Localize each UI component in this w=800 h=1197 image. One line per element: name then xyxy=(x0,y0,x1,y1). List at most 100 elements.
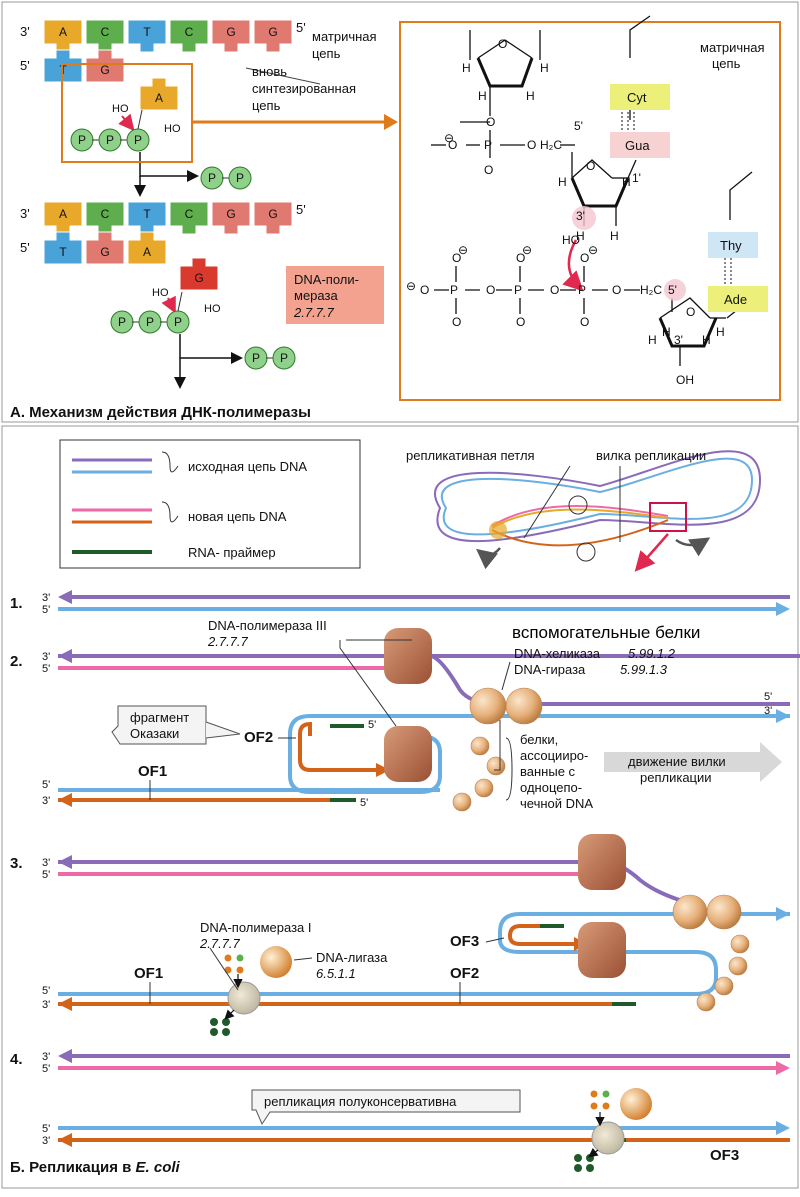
a-top-new-1: G xyxy=(85,49,125,83)
s3-end3: 3' xyxy=(42,857,50,869)
s1-end5: 5' xyxy=(42,604,50,616)
s4-end5b: 5' xyxy=(42,1123,50,1135)
a-bottom-ho-right: HO xyxy=(204,303,221,315)
s3-pol3-lead xyxy=(578,834,626,890)
legend-new-label: новая цепь DNA xyxy=(188,509,287,524)
chem-atom-1: H xyxy=(462,61,471,75)
chem-atom-42: 3' xyxy=(674,333,683,347)
s3-helicase-1 xyxy=(672,894,708,930)
s3-end3b: 3' xyxy=(42,999,50,1011)
a-bottom-template-4-label: G xyxy=(226,207,235,221)
gua-label: Gua xyxy=(625,138,650,153)
chem-atom-35: H₂C xyxy=(640,283,662,297)
chem-atom-16: H xyxy=(558,175,567,189)
s2-of1-label: OF1 xyxy=(138,763,167,780)
step-1-label: 1. xyxy=(10,595,23,612)
s2-end3b: 3' xyxy=(42,795,50,807)
s3-nmp-1 xyxy=(222,1018,230,1026)
s4-nmp-3 xyxy=(586,1164,594,1172)
a-top-ppp-p2-label: P xyxy=(134,133,142,147)
s3-nmp-0 xyxy=(210,1018,218,1026)
panel-b: 1.2.3.4.3'5'3'5'5'3'5'5'3'5'3'DNA-полиме… xyxy=(10,590,800,1172)
detail-template-label-2: цепь xyxy=(712,56,741,71)
chem-atom-47: ⊖ xyxy=(458,243,468,257)
s3-ssb-3 xyxy=(714,976,734,996)
a-top-new-0-label: T xyxy=(59,63,67,77)
chem-atom-12: H₂C xyxy=(540,138,562,152)
s3-dntp-3 xyxy=(236,966,244,974)
s2-okazaki-callout xyxy=(111,705,207,745)
a-top-template-3-label: C xyxy=(185,25,194,39)
a-bottom-new-1-label: G xyxy=(100,245,109,259)
chem-atom-48: ⊖ xyxy=(522,243,532,257)
a-bottom-new-0-label: T xyxy=(59,245,67,259)
chem-atom-39: H xyxy=(648,333,657,347)
s2-ssb-3 xyxy=(474,778,494,798)
a-top-template-0-label: A xyxy=(59,25,67,39)
s2-fork-move-arrow xyxy=(604,742,782,782)
s3-ligase-label: DNA-лигаза xyxy=(316,950,388,965)
chem-atom-32: O xyxy=(516,315,525,329)
chem-atom-28: O xyxy=(612,283,621,297)
chem-atom-43: H xyxy=(716,325,725,339)
cyt-label: Cyt xyxy=(627,90,647,105)
s1-parent-a-head xyxy=(58,590,72,604)
chem-atom-7: P xyxy=(484,138,492,152)
s2-end3: 3' xyxy=(42,651,50,663)
s3-dntp-2 xyxy=(224,966,232,974)
s4-nmp-1 xyxy=(586,1154,594,1162)
s3-end5: 5' xyxy=(42,869,50,881)
a-bottom-new-2: A xyxy=(127,231,167,265)
s3-end5b: 5' xyxy=(42,985,50,997)
s3-ligase xyxy=(260,946,292,978)
new-strand-pointer xyxy=(245,67,321,85)
s3-pol3-lag xyxy=(578,922,626,978)
fork-label: вилка репликации xyxy=(596,448,706,463)
s2-gyrase-ec: 5.99.1.3 xyxy=(620,662,668,677)
chem-atom-44: OH xyxy=(676,373,694,387)
s2-helper-label: вспомогательные белки xyxy=(512,623,700,642)
a-top-template-5: G xyxy=(253,19,293,53)
a-bottom-template-0-label: A xyxy=(59,207,67,221)
a-top-incoming-label: A xyxy=(155,91,163,105)
a-top-end5-top: 5' xyxy=(296,20,306,35)
new-strand-label-1: вновь xyxy=(252,64,287,79)
s4-dntp-3 xyxy=(602,1102,610,1110)
s4-nmp-2 xyxy=(574,1164,582,1172)
s4-end3b: 3' xyxy=(42,1135,50,1147)
s2-right-3: 3' xyxy=(764,705,772,717)
a-bottom-template-2: T xyxy=(127,201,167,235)
s2-end5b: 5' xyxy=(42,779,50,791)
a-top-ppp-p0-label: P xyxy=(78,133,86,147)
s2-fork-move-2: репликации xyxy=(640,770,712,785)
s3-pol1-label: DNA-полимераза I xyxy=(200,920,312,935)
s4-parent-a-head xyxy=(58,1049,72,1063)
a-top-template-4-label: G xyxy=(226,25,235,39)
step-3-label: 3. xyxy=(10,855,23,872)
a-bottom-pp-p1 xyxy=(272,346,296,370)
s3-nmp-2 xyxy=(210,1028,218,1036)
s2-fork-move-1: движение вилки xyxy=(628,754,726,769)
chem-atom-17: H xyxy=(622,175,631,189)
chem-atom-41: H xyxy=(662,325,671,339)
s3-dntp-1 xyxy=(236,954,244,962)
s4-note: репликация полуконсервативна xyxy=(264,1094,457,1109)
zoom-arrowhead xyxy=(384,114,398,130)
s4-parent-b-head xyxy=(776,1121,790,1135)
cyt-box xyxy=(610,84,670,110)
s3-ssb-2 xyxy=(728,956,748,976)
chem-atom-2: H xyxy=(478,89,487,103)
zoom-frame xyxy=(61,63,193,163)
s2-of2-5: 5' xyxy=(368,719,376,731)
chem-atom-13: 5' xyxy=(574,119,583,133)
s2-ssb-l1: белки, xyxy=(520,732,558,747)
panel-a-title: А. Механизм действия ДНК-полимеразы xyxy=(10,404,311,421)
chem-atom-37: O xyxy=(686,305,695,319)
s2-ssb-2 xyxy=(486,756,506,776)
template-label-1: матричная xyxy=(312,29,377,44)
enzyme-box xyxy=(286,266,384,324)
s3-of2-label: OF2 xyxy=(450,965,479,982)
s2-ssb-l4: одноцепо- xyxy=(520,780,582,795)
